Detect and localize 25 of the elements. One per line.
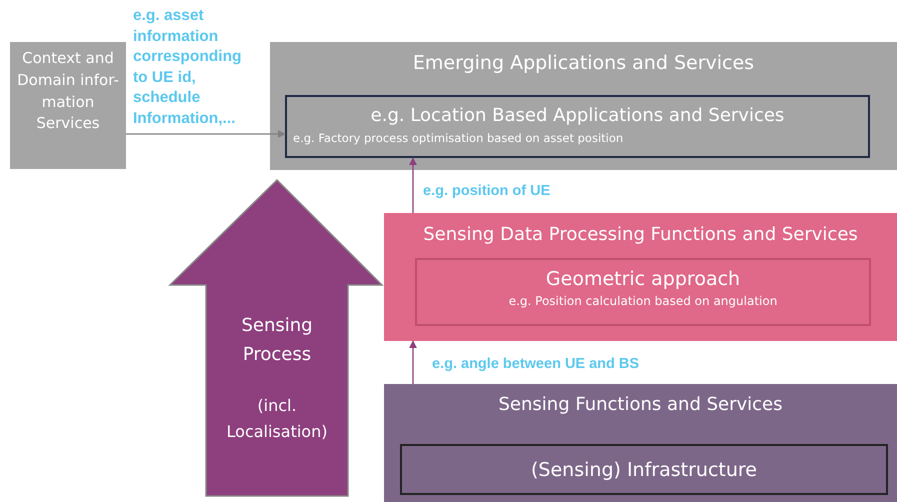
inner-box [400, 444, 888, 495]
box-subtitle: e.g. Factory process optimisation based on asset position [293, 130, 624, 146]
box-title: (Sensing) Infrastructure [530, 458, 758, 483]
box-title: e.g. Location Based Applications and Services [370, 104, 786, 128]
arrow-label: Sensing Process [240, 314, 314, 367]
inner-box [285, 95, 870, 158]
layer-box [384, 213, 897, 341]
box-title: Context and Domain infor- mation Services [16, 48, 120, 134]
arrow [409, 340, 417, 384]
arrow [126, 130, 286, 138]
box-title: Sensing Data Processing Functions and Services [422, 223, 859, 247]
service-box [10, 42, 126, 169]
edge-label: e.g. position of UE [423, 183, 552, 200]
layer-box [270, 42, 897, 170]
process-arrow [168, 178, 384, 498]
inner-box [415, 258, 871, 326]
arrow-label: (incl. Localisation) [226, 395, 328, 443]
layer-box [384, 384, 897, 502]
edge-label: e.g. asset information corresponding to UE id, schedule Information,... [133, 6, 243, 130]
box-subtitle: e.g. Position calculation based on angulation [508, 292, 778, 310]
box-title: Emerging Applications and Services [412, 51, 756, 76]
edge-label: e.g. angle between UE and BS [432, 356, 640, 374]
arrow [409, 157, 417, 213]
box-title: Sensing Functions and Services [498, 393, 784, 417]
box-title: Geometric approach [544, 267, 742, 292]
